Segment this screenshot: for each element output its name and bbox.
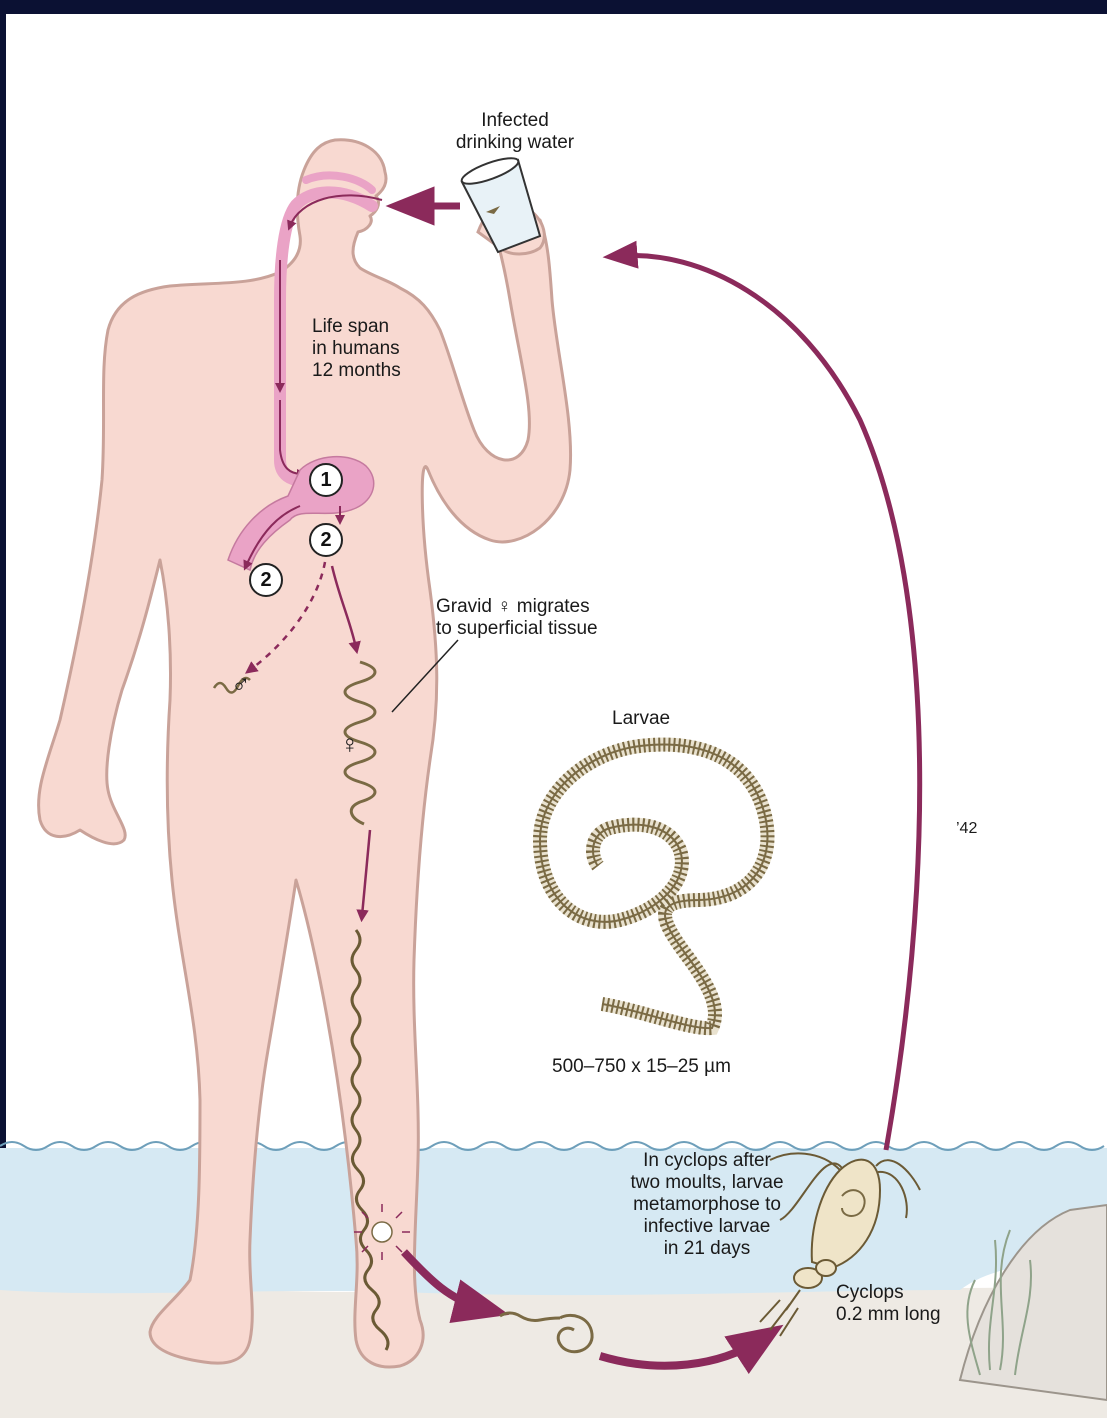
label-larvae-title: Larvae	[612, 708, 670, 730]
label-cyclops-size: Cyclops 0.2 mm long	[836, 1282, 941, 1326]
stage-marker-2-lower: 2	[249, 563, 283, 597]
male-symbol: ♂	[231, 670, 251, 698]
water-layer	[0, 1148, 1107, 1295]
stage-marker-1: 1	[309, 463, 343, 497]
top-frame-band	[0, 0, 1107, 14]
label-infected-water: Infected drinking water	[435, 110, 595, 154]
page-number: ’42	[956, 818, 977, 840]
label-cyclops-note: In cyclops after two moults, larvae meta…	[612, 1150, 802, 1260]
female-symbol: ♀	[340, 730, 360, 758]
label-gravid-migration: Gravid ♀ migrates to superficial tissue	[436, 596, 598, 640]
label-larvae-size: 500–750 x 15–25 µm	[552, 1056, 731, 1078]
water-glass-icon	[459, 153, 540, 252]
label-life-span: Life span in humans 12 months	[312, 316, 401, 382]
stage-marker-2-upper: 2	[309, 523, 343, 557]
larva-illustration	[540, 745, 768, 1029]
